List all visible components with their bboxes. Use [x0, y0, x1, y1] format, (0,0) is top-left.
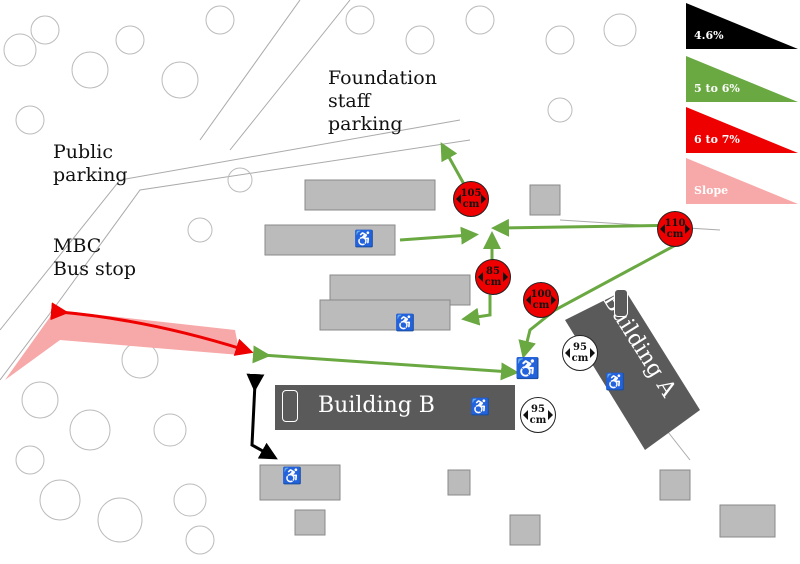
- legend-swatch: [686, 107, 798, 153]
- building-a-shape: [565, 290, 700, 450]
- legend-label: 5 to 6%: [694, 82, 740, 95]
- width-value: 95: [573, 342, 587, 353]
- label-line: parking: [53, 164, 128, 186]
- width-value: 105: [460, 188, 482, 199]
- width-unit: cm: [571, 353, 589, 364]
- legend-item-4-6: 4.6%: [686, 3, 798, 49]
- label-public-parking: Public parking: [53, 141, 128, 187]
- width-unit: cm: [462, 199, 480, 210]
- elevator-icon: [282, 390, 298, 422]
- legend-item-6-7: 6 to 7%: [686, 107, 798, 153]
- legend-item-slope: Slope: [686, 158, 798, 204]
- width-value: 110: [664, 218, 686, 229]
- label-line: Public: [53, 141, 113, 163]
- elevator-icon: [614, 289, 628, 317]
- legend-label: Slope: [694, 184, 729, 197]
- tree-icons: [3, 5, 637, 555]
- width-value: 95: [531, 404, 545, 415]
- building-b-shape: [275, 385, 515, 430]
- label-foundation-parking: Foundation staff parking: [328, 67, 437, 136]
- legend-swatch: [686, 56, 798, 102]
- legend-swatch: [686, 3, 798, 49]
- legend-item-5-6: 5 to 6%: [686, 56, 798, 102]
- buildings: [259, 179, 776, 546]
- label-line: MBC: [53, 235, 102, 257]
- width-unit: cm: [484, 277, 502, 288]
- legend-label: 6 to 7%: [694, 133, 740, 146]
- wheelchair-icon: ♿: [395, 313, 415, 332]
- label-line: Foundation: [328, 67, 437, 89]
- wheelchair-icon: ♿: [354, 229, 374, 248]
- legend-label: 4.6%: [694, 29, 724, 42]
- width-unit: cm: [666, 229, 684, 240]
- label-line: Bus stop: [53, 258, 136, 280]
- label-line: parking: [328, 113, 403, 135]
- wheelchair-icon: ♿: [282, 466, 302, 485]
- width-value: 85: [486, 266, 500, 277]
- label-line: staff: [328, 90, 371, 112]
- wheelchair-icon: ♿: [515, 356, 540, 380]
- wheelchair-icon: ♿: [605, 372, 625, 391]
- wheelchair-icon: ♿: [470, 397, 490, 416]
- routes: [50, 142, 691, 460]
- width-value: 100: [530, 289, 552, 300]
- label-bus-stop: MBC Bus stop: [53, 235, 136, 281]
- legend-swatch: [686, 158, 798, 204]
- width-unit: cm: [529, 415, 547, 426]
- width-unit: cm: [532, 300, 550, 311]
- building-b-label[interactable]: Building B: [318, 393, 435, 418]
